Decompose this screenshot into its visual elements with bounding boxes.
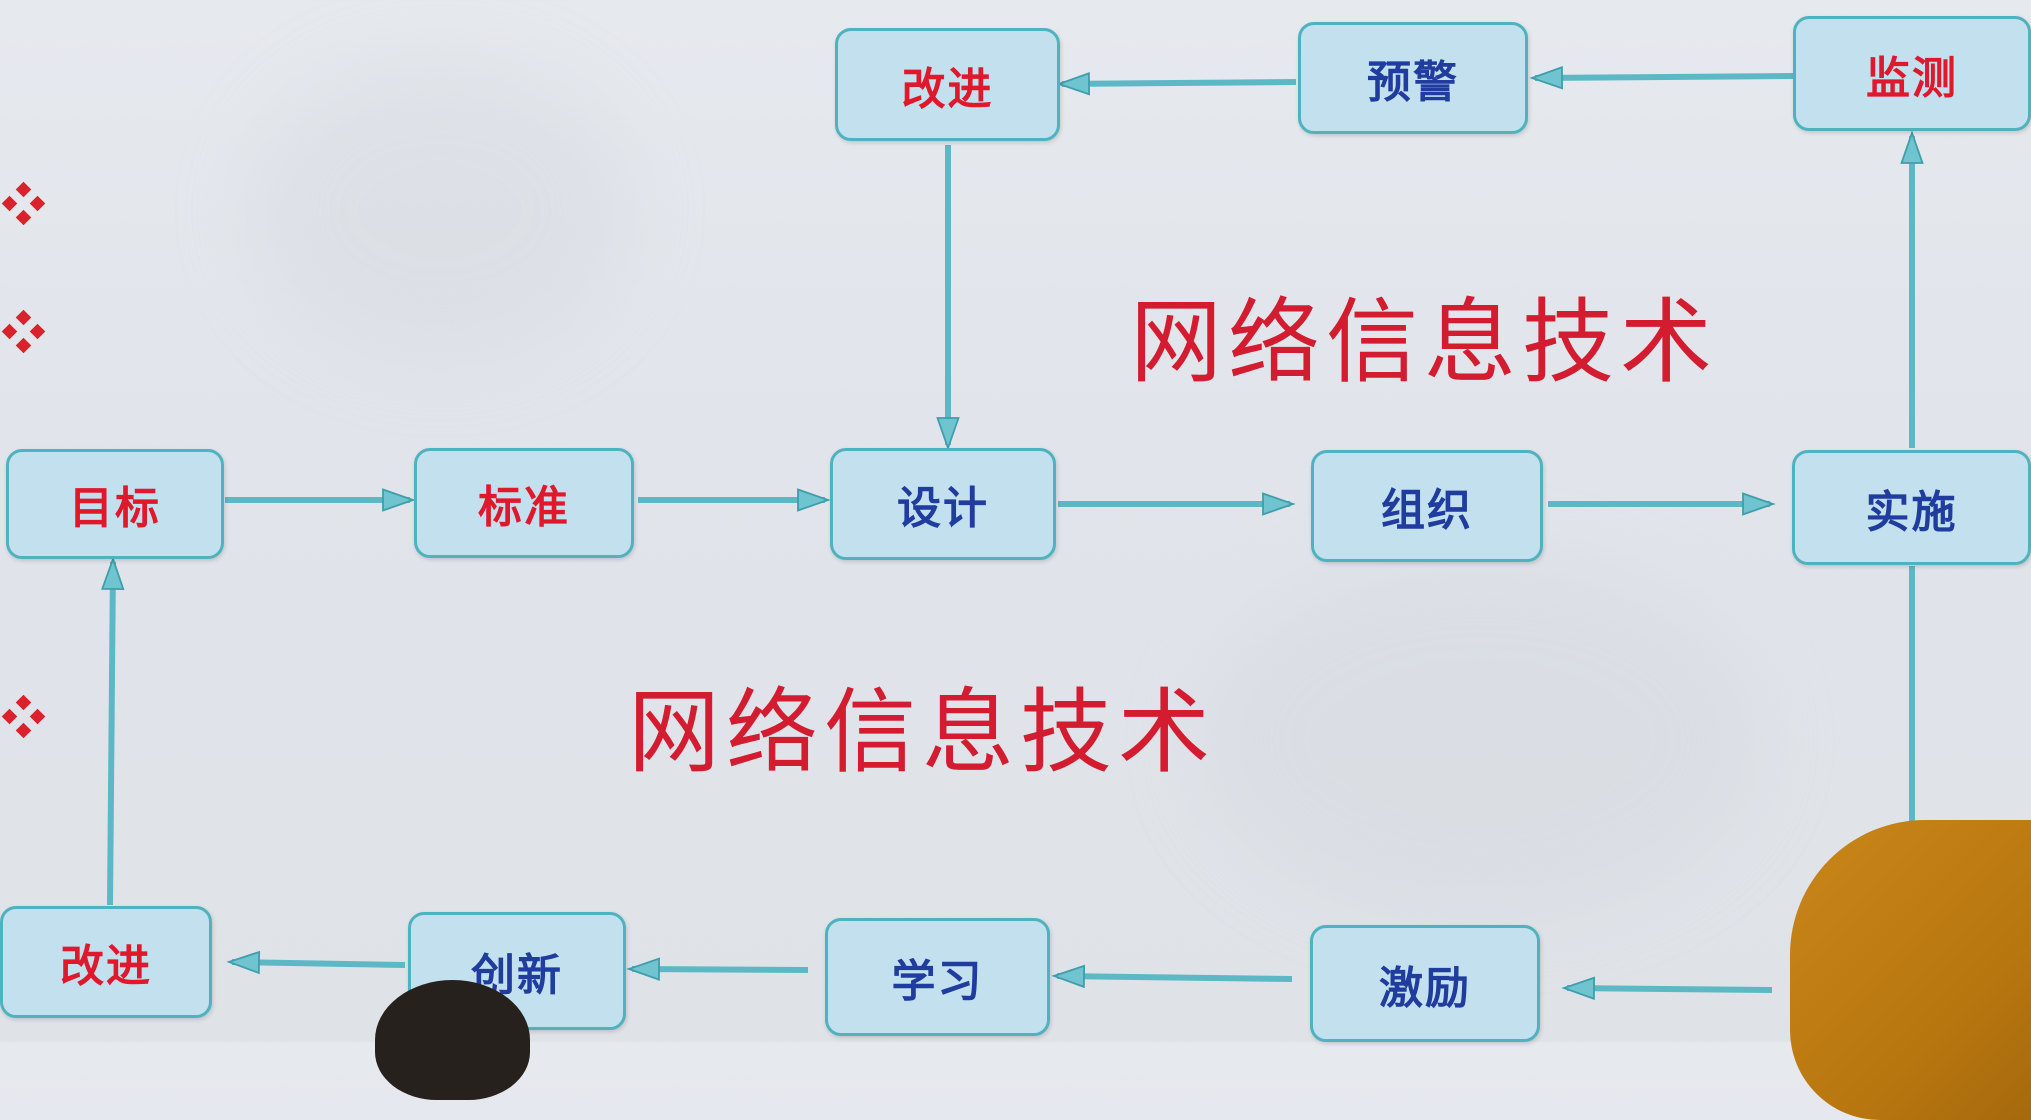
arrow-improve-to-goal: [100, 556, 125, 906]
arrow-warning-to-improve: [1056, 71, 1297, 96]
node-goal: 目标: [6, 449, 224, 559]
node-improve-bottom: 改进: [0, 906, 212, 1018]
arrow-innovation-to-improve: [226, 950, 406, 975]
node-design: 设计: [830, 448, 1056, 560]
node-incentive: 激励: [1310, 925, 1540, 1042]
node-improve-top: 改进: [835, 28, 1060, 141]
title-lower: 网络信息技术: [628, 679, 1217, 786]
arrow-learning-to-innovation: [626, 957, 809, 981]
arrow-incentive-to-learning: [1051, 964, 1293, 989]
audience-shoulder: [1790, 820, 2031, 1120]
node-warning: 预警: [1298, 22, 1528, 134]
audience-head: [375, 980, 530, 1100]
arrow-to-incentive: [1561, 976, 1773, 1001]
node-monitor: 监测: [1793, 16, 2031, 131]
node-standard: 标准: [414, 448, 634, 558]
background-texture: [1200, 560, 1760, 920]
node-learning: 学习: [825, 918, 1050, 1036]
slide: 目标 标准 设计 组织 实施 监测 预警 改进 激励 学习 创新 改进 网络信息…: [0, 16, 2031, 1120]
node-organize: 组织: [1311, 450, 1543, 562]
arrow-monitor-to-warning: [1529, 66, 1794, 90]
background-texture: [250, 60, 630, 360]
node-implement: 实施: [1792, 450, 2031, 565]
title-upper: 网络信息技术: [1130, 289, 1719, 396]
